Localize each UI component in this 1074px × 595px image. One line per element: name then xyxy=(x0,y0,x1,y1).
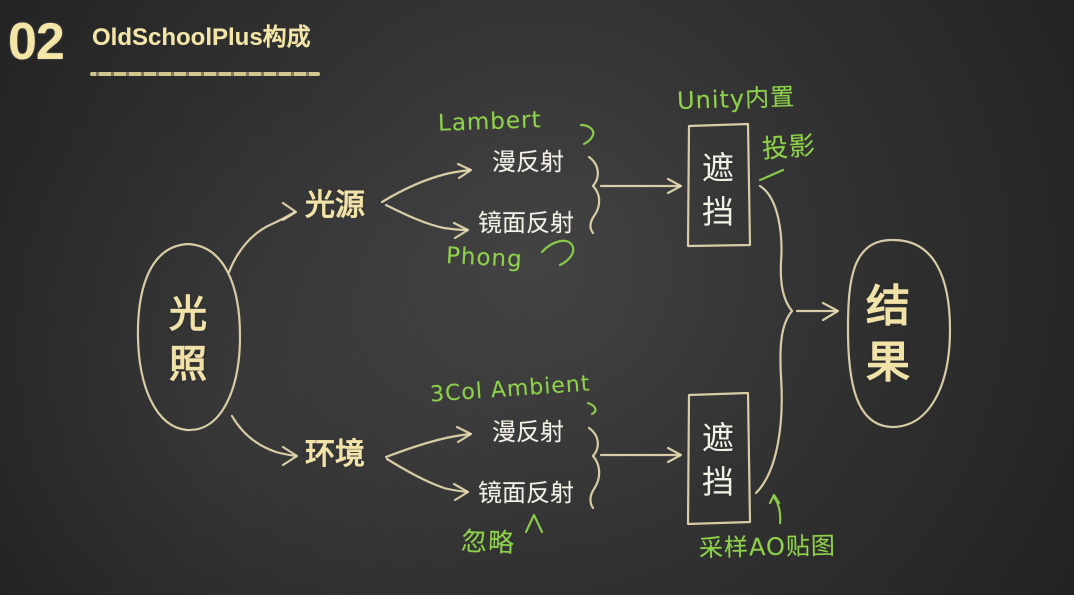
title-underline xyxy=(90,72,320,76)
section-number: 02 xyxy=(8,13,65,71)
light-source-label: 光源 xyxy=(305,188,365,223)
root-oval xyxy=(136,242,242,432)
top-occlusion-char-1: 遮 xyxy=(701,149,734,187)
ignore-connector xyxy=(524,513,544,534)
top-diffuse-term: 漫反射 xyxy=(492,148,564,176)
top-occlusion-char-2: 挡 xyxy=(701,193,734,231)
bottom-occlusion-label: 遮 挡 xyxy=(697,414,739,506)
bottom-brace-arrowhead xyxy=(666,446,683,464)
ao-connector-arrowhead xyxy=(768,493,781,505)
ambient-connector xyxy=(586,401,597,416)
light-to-diffuse-arrowhead xyxy=(456,162,473,180)
result-label: 结 果 xyxy=(862,274,914,396)
projection-connector xyxy=(758,168,785,182)
unity-builtin-note: Unity内置 xyxy=(676,82,796,116)
environment-to-specular-arrowhead xyxy=(452,482,470,502)
projection-note: 投影 xyxy=(761,131,817,165)
root-label-char-2: 照 xyxy=(168,342,207,386)
root-to-light-arrowhead xyxy=(281,201,298,222)
light-to-specular-arrowhead xyxy=(452,221,470,240)
environment-to-diffuse-arrowhead xyxy=(455,425,473,444)
bottom-occlusion-char-2: 挡 xyxy=(701,463,734,501)
result-char-2: 果 xyxy=(866,337,910,388)
result-oval xyxy=(846,238,952,429)
light-to-specular-arrow xyxy=(384,203,469,232)
environment-to-specular-arrow xyxy=(385,457,469,494)
light-to-diffuse-arrow xyxy=(380,168,472,204)
result-arrowhead xyxy=(821,301,840,322)
root-to-environment-arrowhead xyxy=(281,445,299,467)
root-label: 光 照 xyxy=(162,279,214,399)
bottom-brace xyxy=(587,426,601,510)
ignore-note: 忽略 xyxy=(460,527,516,559)
root-to-environment-arrow xyxy=(230,414,298,458)
bottom-occlusion-char-1: 遮 xyxy=(701,419,734,457)
environment-label: 环境 xyxy=(305,437,365,472)
phong-connector xyxy=(540,239,575,267)
slide-title: 02 OldSchoolPlus构成 xyxy=(8,12,348,82)
bottom-occlusion-box xyxy=(686,391,752,526)
lambert-connector xyxy=(579,123,595,146)
sample-ao-note: 采样AO贴图 xyxy=(698,531,837,563)
top-occlusion-label: 遮 挡 xyxy=(697,144,739,236)
result-char-1: 结 xyxy=(866,281,910,332)
result-brace xyxy=(754,184,794,495)
top-brace xyxy=(587,155,601,235)
top-occlusion-box xyxy=(686,122,752,248)
bottom-specular-term: 镜面反射 xyxy=(478,479,574,507)
bottom-diffuse-term: 漫反射 xyxy=(492,418,564,446)
environment-to-diffuse-arrow xyxy=(384,432,472,459)
lambert-note: Lambert xyxy=(437,107,542,137)
root-to-light-arrow xyxy=(227,210,297,274)
top-specular-term: 镜面反射 xyxy=(478,209,574,237)
phong-note: Phong xyxy=(445,243,524,273)
root-label-char-1: 光 xyxy=(168,292,207,336)
top-brace-arrowhead xyxy=(666,177,683,195)
section-title: OldSchoolPlus构成 xyxy=(92,24,311,51)
